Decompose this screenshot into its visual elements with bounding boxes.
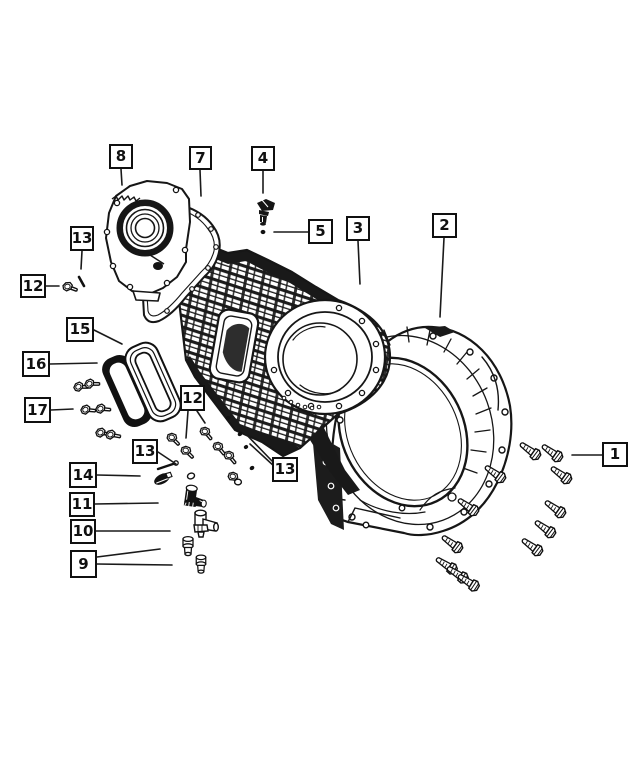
fitting-9a-drawing <box>182 535 194 557</box>
callout-9[interactable]: 9 <box>70 550 97 578</box>
callout-3[interactable]: 3 <box>346 216 370 241</box>
callout-8[interactable]: 8 <box>109 144 133 169</box>
callout-14[interactable]: 14 <box>69 462 97 488</box>
callout-11[interactable]: 11 <box>69 492 95 517</box>
leader-lines <box>45 168 603 566</box>
pan-gasket-left-drawing <box>102 354 152 428</box>
fitting-9b-drawing <box>195 554 207 574</box>
callout-12-b[interactable]: 12 <box>180 385 205 411</box>
fitting-14-drawing <box>154 471 173 485</box>
screws-and-seals-field <box>61 275 255 487</box>
transmission-case-drawing <box>176 245 392 530</box>
pan-gasket-right-drawing <box>124 341 182 423</box>
callout-13-a[interactable]: 13 <box>70 226 94 251</box>
callout-5[interactable]: 5 <box>308 219 333 244</box>
callout-13-c[interactable]: 13 <box>272 457 298 482</box>
fitting-10-drawing <box>193 509 219 538</box>
callout-4[interactable]: 4 <box>251 146 275 171</box>
callout-1[interactable]: 1 <box>602 442 628 467</box>
sensor-drawing <box>257 199 275 226</box>
callout-12-a[interactable]: 12 <box>20 274 46 298</box>
callout-17[interactable]: 17 <box>24 397 51 423</box>
callout-15[interactable]: 15 <box>66 317 94 342</box>
fitting-11-drawing <box>183 484 207 508</box>
callout-7[interactable]: 7 <box>189 146 212 170</box>
callout-2[interactable]: 2 <box>432 213 457 238</box>
oring-drawing <box>260 229 266 235</box>
adapter-housing-drawing <box>103 180 191 302</box>
callout-13-b[interactable]: 13 <box>132 439 158 464</box>
callout-16[interactable]: 16 <box>22 351 50 377</box>
callout-10[interactable]: 10 <box>70 519 96 544</box>
